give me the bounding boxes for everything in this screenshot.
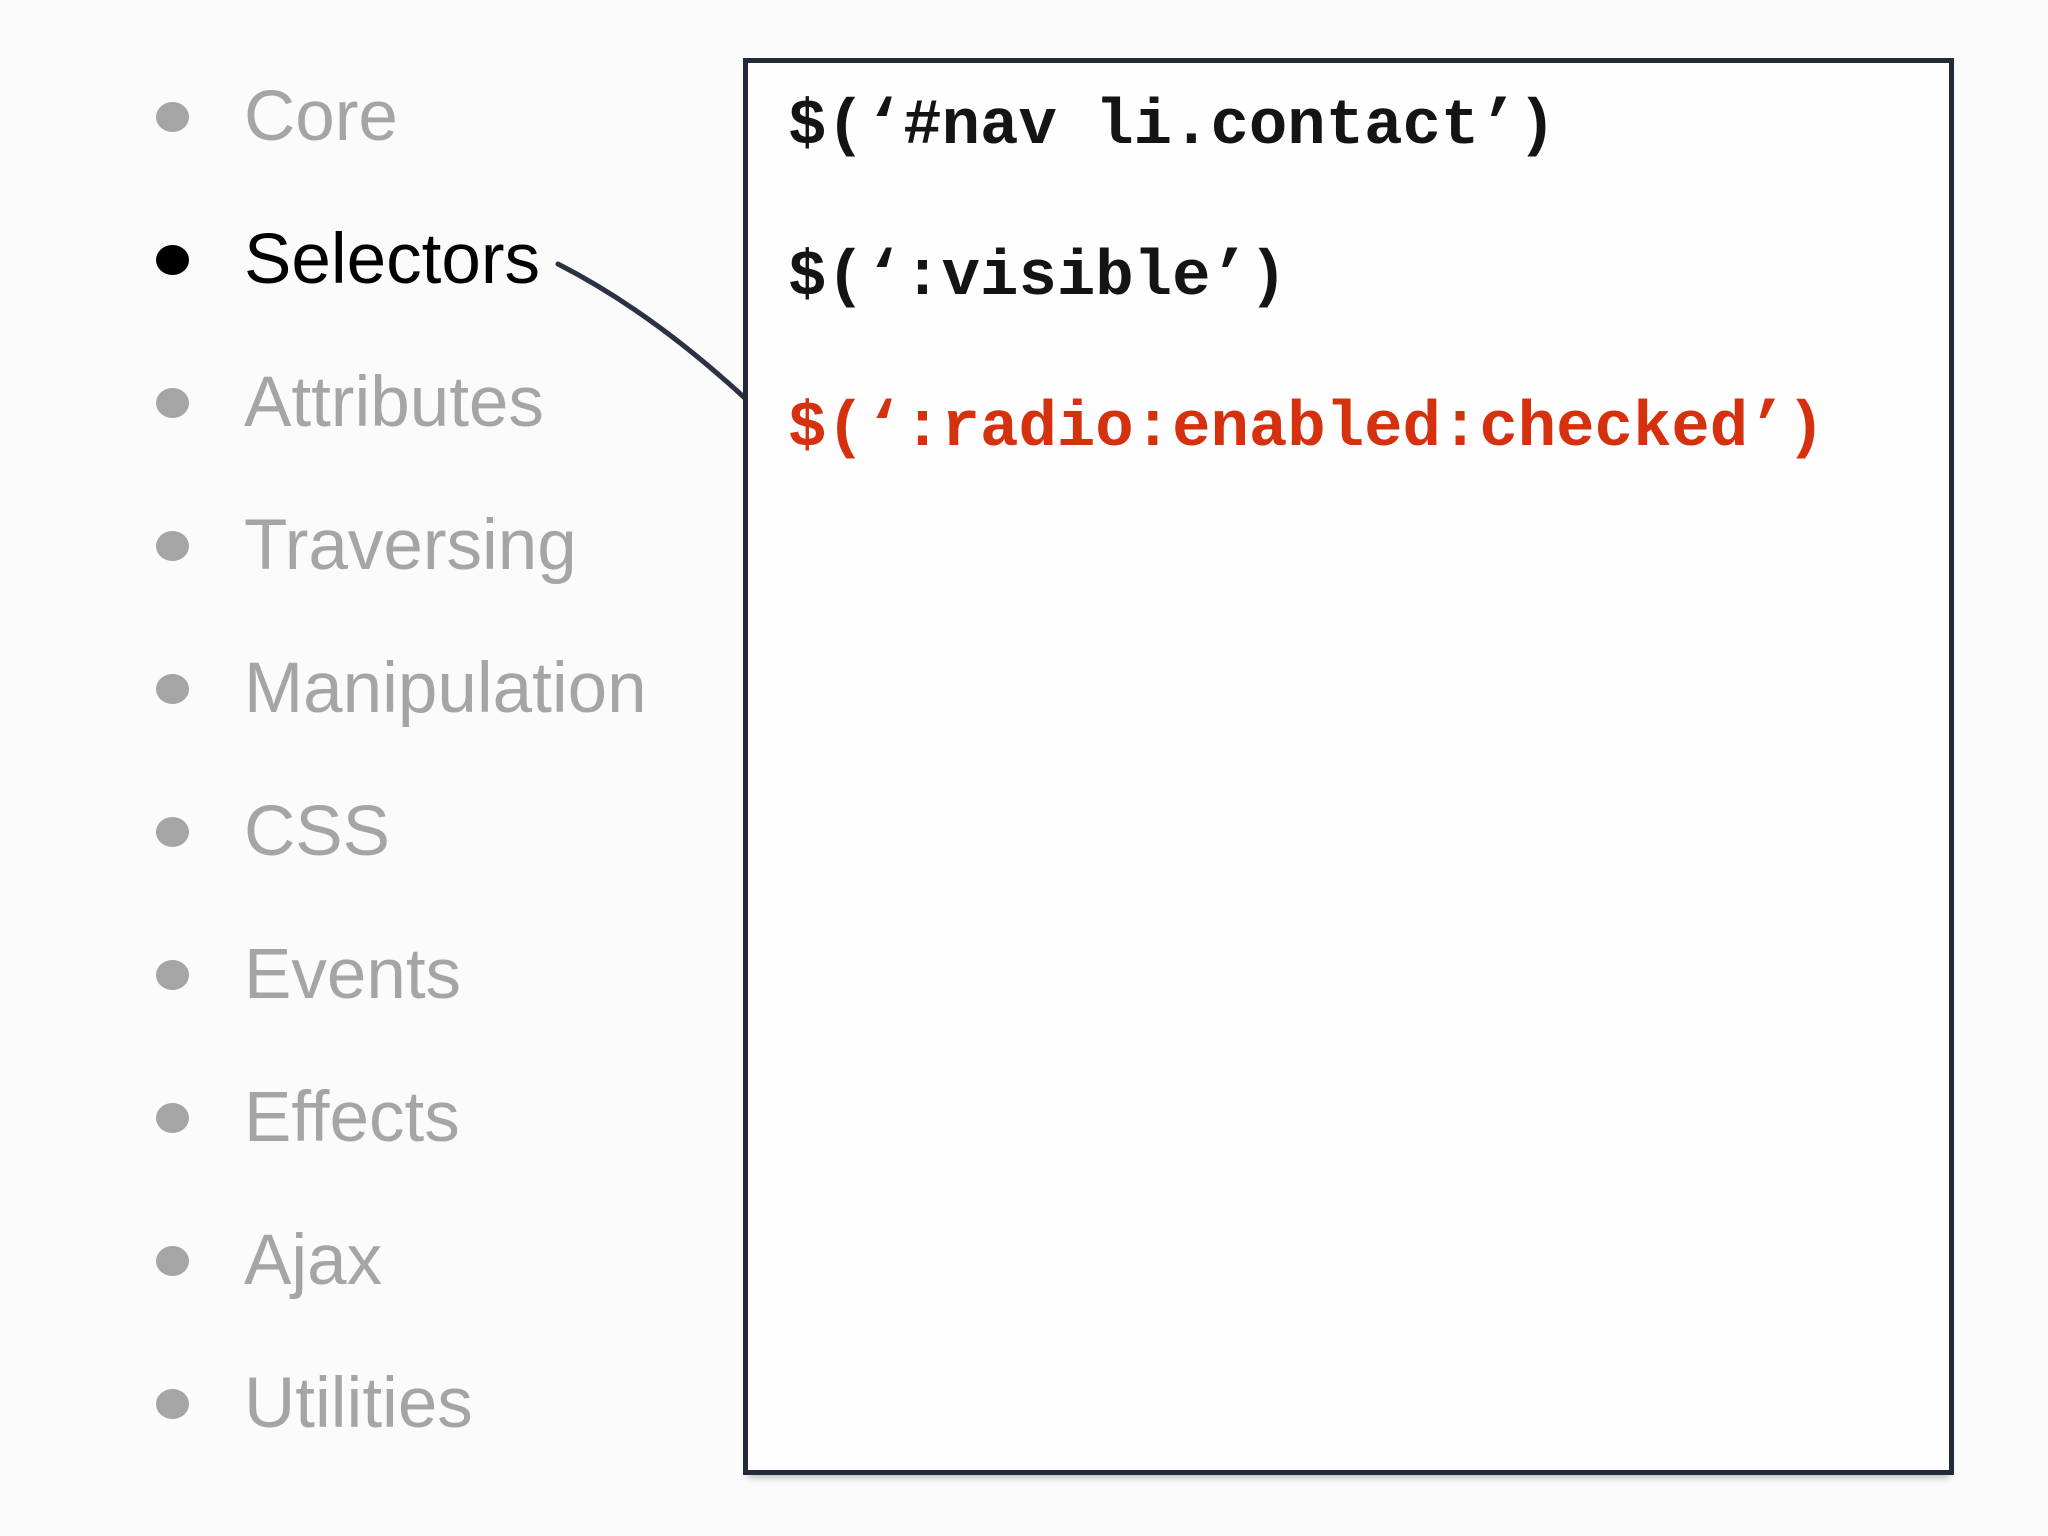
topic-label: Manipulation [244, 649, 647, 728]
list-item-effects: Effects [156, 1046, 647, 1189]
topic-label: Events [244, 935, 462, 1014]
bullet-icon [156, 1102, 189, 1133]
topic-label: Effects [244, 1078, 460, 1157]
list-item-css: CSS [156, 760, 647, 903]
topic-label: Ajax [244, 1221, 383, 1300]
list-item-traversing: Traversing [156, 474, 647, 617]
code-line-3: $(‘:radio:enabled:checked’) [788, 393, 1825, 465]
code-panel: $(‘#nav li.contact’) $(‘:visible’) $(‘:rad… [743, 58, 1954, 1475]
bullet-icon [156, 244, 189, 275]
list-item-selectors: Selectors [156, 188, 647, 331]
list-item-utilities: Utilities [156, 1332, 647, 1475]
topic-label: Utilities [244, 1364, 473, 1443]
bullet-icon [156, 959, 189, 990]
bullet-icon [156, 101, 189, 132]
topic-label: Attributes [244, 363, 544, 442]
bullet-icon [156, 1245, 189, 1276]
topic-list: Core Selectors Attributes Traversing Man… [156, 45, 647, 1475]
bullet-icon [156, 387, 189, 418]
bullet-icon [156, 816, 189, 847]
topic-label: CSS [244, 792, 390, 871]
topic-label: Core [244, 77, 398, 156]
list-item-manipulation: Manipulation [156, 617, 647, 760]
list-item-ajax: Ajax [156, 1189, 647, 1332]
topic-label: Selectors [244, 220, 540, 299]
code-line-2: $(‘:visible’) [788, 242, 1288, 314]
list-item-core: Core [156, 45, 647, 188]
bullet-icon [156, 530, 189, 561]
code-line-1: $(‘#nav li.contact’) [788, 91, 1557, 163]
bullet-icon [156, 673, 189, 704]
topic-label: Traversing [244, 506, 577, 585]
list-item-events: Events [156, 903, 647, 1046]
list-item-attributes: Attributes [156, 331, 647, 474]
bullet-icon [156, 1388, 189, 1419]
